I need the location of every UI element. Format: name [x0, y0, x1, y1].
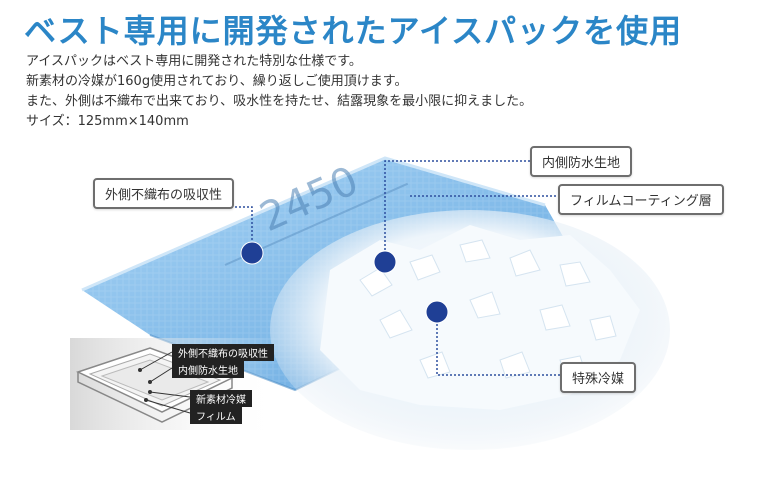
marker-inner: [373, 250, 397, 274]
inset-label-outer: 外側不織布の吸収性: [172, 344, 274, 361]
description-line-1: アイスパックはベスト専用に開発された特別な仕様です。: [26, 54, 362, 69]
inset-label-film: フィルム: [190, 407, 242, 424]
description: アイスパックはベスト専用に開発された特別な仕様です。 新素材の冷媒が160g使用…: [26, 52, 532, 132]
markers: [240, 241, 449, 324]
description-line-4: サイズ：125mm×140mm: [26, 114, 189, 129]
inset-label-coolant: 新素材冷媒: [190, 390, 252, 407]
description-line-2: 新素材の冷媒が160g使用されており、繰り返しご使用頂けます。: [26, 74, 408, 89]
marker-outer: [240, 241, 264, 265]
description-line-3: また、外側は不織布で出来ており、吸水性を持たせ、結露現象を最小限に抑えました。: [26, 94, 533, 109]
callout-inner-waterproof: 内側防水生地: [530, 146, 633, 177]
callout-outer-absorbency: 外側不織布の吸収性: [93, 178, 235, 209]
headline: ベスト専用に開発されたアイスパックを使用: [24, 12, 683, 50]
marker-coolant: [425, 300, 449, 324]
inset-label-inner: 内側防水生地: [172, 361, 244, 378]
crushed-ice: [270, 210, 670, 450]
callout-film-coating: フィルムコーティング層: [558, 184, 724, 215]
callout-special-coolant: 特殊冷媒: [560, 362, 637, 393]
